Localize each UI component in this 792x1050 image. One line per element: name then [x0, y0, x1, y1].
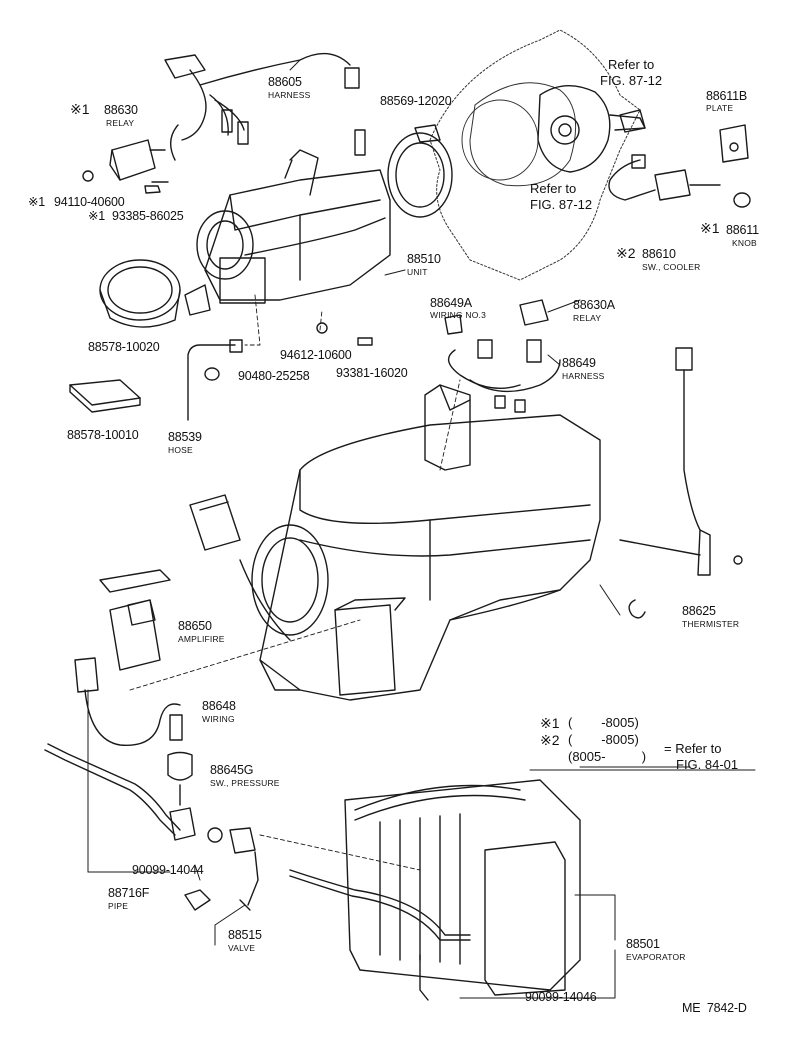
part-88649-name: HARNESS	[562, 371, 605, 381]
part-88610-name: SW., COOLER	[642, 262, 701, 272]
part-94110-number: 94110-40600	[54, 195, 125, 209]
reference-1-line2: FIG. 87-12	[600, 73, 663, 88]
fasteners	[151, 181, 373, 346]
part-88515-number: 88515	[228, 928, 262, 942]
part-93385-mark: ※1	[88, 209, 106, 223]
blower-unit-88510-drawing	[184, 129, 391, 316]
part-88611-number: 88611	[726, 223, 759, 237]
lower-unit-drawing	[239, 384, 601, 701]
part-90099-14046-number: 90099-14046	[525, 990, 597, 1004]
legend-row3-text: (8005- )	[568, 749, 647, 764]
part-88539-number: 88539	[168, 430, 202, 444]
part-88649-number: 88649	[562, 356, 596, 370]
part-88578-10020-number: 88578-10020	[88, 340, 160, 354]
part-88625-number: 88625	[682, 604, 716, 618]
part-88501-name: EVAPORATOR	[626, 952, 686, 962]
legend-refer-line2: FIG. 84-01	[676, 757, 739, 772]
part-88510-name: UNIT	[407, 267, 428, 277]
thermister-88625-drawing	[619, 347, 743, 576]
relay-88630a-drawing	[444, 299, 561, 413]
pipe-88716f-drawing	[44, 743, 256, 854]
part-88650-name: AMPLIFIRE	[178, 634, 225, 644]
cooler-switch-drawing	[608, 109, 751, 208]
evaporator-88501-drawing	[289, 779, 581, 1001]
legend-row2-mark: ※2	[540, 732, 560, 748]
part-88611-mark: ※1	[700, 220, 720, 236]
clip-drawing	[628, 599, 646, 619]
part-88605-name: HARNESS	[268, 90, 311, 100]
part-88630a-number: 88630A	[573, 298, 615, 312]
part-88605-number: 88605	[268, 75, 302, 89]
wiring-88648-drawing	[84, 689, 193, 806]
part-88510-number: 88510	[407, 252, 441, 266]
part-88716f-name: PIPE	[108, 901, 129, 911]
blower-motor	[537, 85, 646, 173]
part-88630-name: RELAY	[106, 118, 135, 128]
part-88648-name: WIRING	[202, 714, 235, 724]
leader-lines	[87, 59, 756, 999]
legend-row1-mark: ※1	[540, 715, 560, 731]
relay-88630-drawing	[82, 139, 166, 194]
valve-88515-drawing	[184, 851, 259, 911]
side-panel-drawing	[189, 494, 241, 551]
part-88645g-number: 88645G	[210, 763, 254, 777]
part-88515-name: VALVE	[228, 943, 256, 953]
legend-row1-text: ( -8005)	[568, 715, 639, 730]
part-88649a-number: 88649A	[430, 296, 472, 310]
part-90480-number: 90480-25258	[238, 369, 310, 383]
reference-2-line2: FIG. 87-12	[530, 197, 593, 212]
part-88650-number: 88650	[178, 619, 212, 633]
part-88649a-name: WIRING NO.3	[430, 310, 487, 320]
amplifier-88650-drawing	[74, 569, 171, 693]
reference-2-line1: Refer to	[530, 181, 577, 196]
legend-row2-text: ( -8005)	[568, 732, 639, 747]
part-88578-10010-number: 88578-10010	[67, 428, 139, 442]
part-88611-name: KNOB	[732, 238, 757, 248]
part-93385-number: 93385-86025	[112, 209, 184, 223]
part-94612-number: 94612-10600	[280, 348, 352, 362]
harness-88605-drawing	[164, 52, 360, 161]
legend-refer-line1: = Refer to	[664, 741, 722, 756]
part-88625-name: THERMISTER	[682, 619, 740, 629]
diagram-code: ME 7842-D	[682, 1001, 747, 1015]
part-88648-number: 88648	[202, 699, 236, 713]
part-88569-number: 88569-12020	[380, 94, 452, 108]
part-88630-mark: ※1	[70, 101, 90, 117]
part-88610-number: 88610	[642, 247, 676, 261]
reference-1-line1: Refer to	[608, 57, 655, 72]
ring-88578-10020-drawing	[99, 259, 181, 328]
part-88611b-number: 88611B	[706, 89, 747, 103]
part-90099-14044-number: 90099-14044	[132, 863, 204, 877]
part-94110-mark: ※1	[28, 195, 46, 209]
ring-88569-drawing	[387, 124, 453, 218]
part-88630-number: 88630	[104, 103, 138, 117]
part-88501-number: 88501	[626, 937, 660, 951]
part-88630a-name: RELAY	[573, 313, 602, 323]
part-88716f-number: 88716F	[108, 886, 150, 900]
part-93381-number: 93381-16020	[336, 366, 408, 380]
hose-88539-drawing	[187, 339, 243, 421]
part-88611b-name: PLATE	[706, 103, 734, 113]
filter-88578-10010-drawing	[69, 379, 141, 413]
part-88645g-name: SW., PRESSURE	[210, 778, 280, 788]
dashed-guides	[129, 269, 461, 871]
part-88539-name: HOSE	[168, 445, 193, 455]
part-88610-mark: ※2	[616, 245, 636, 261]
